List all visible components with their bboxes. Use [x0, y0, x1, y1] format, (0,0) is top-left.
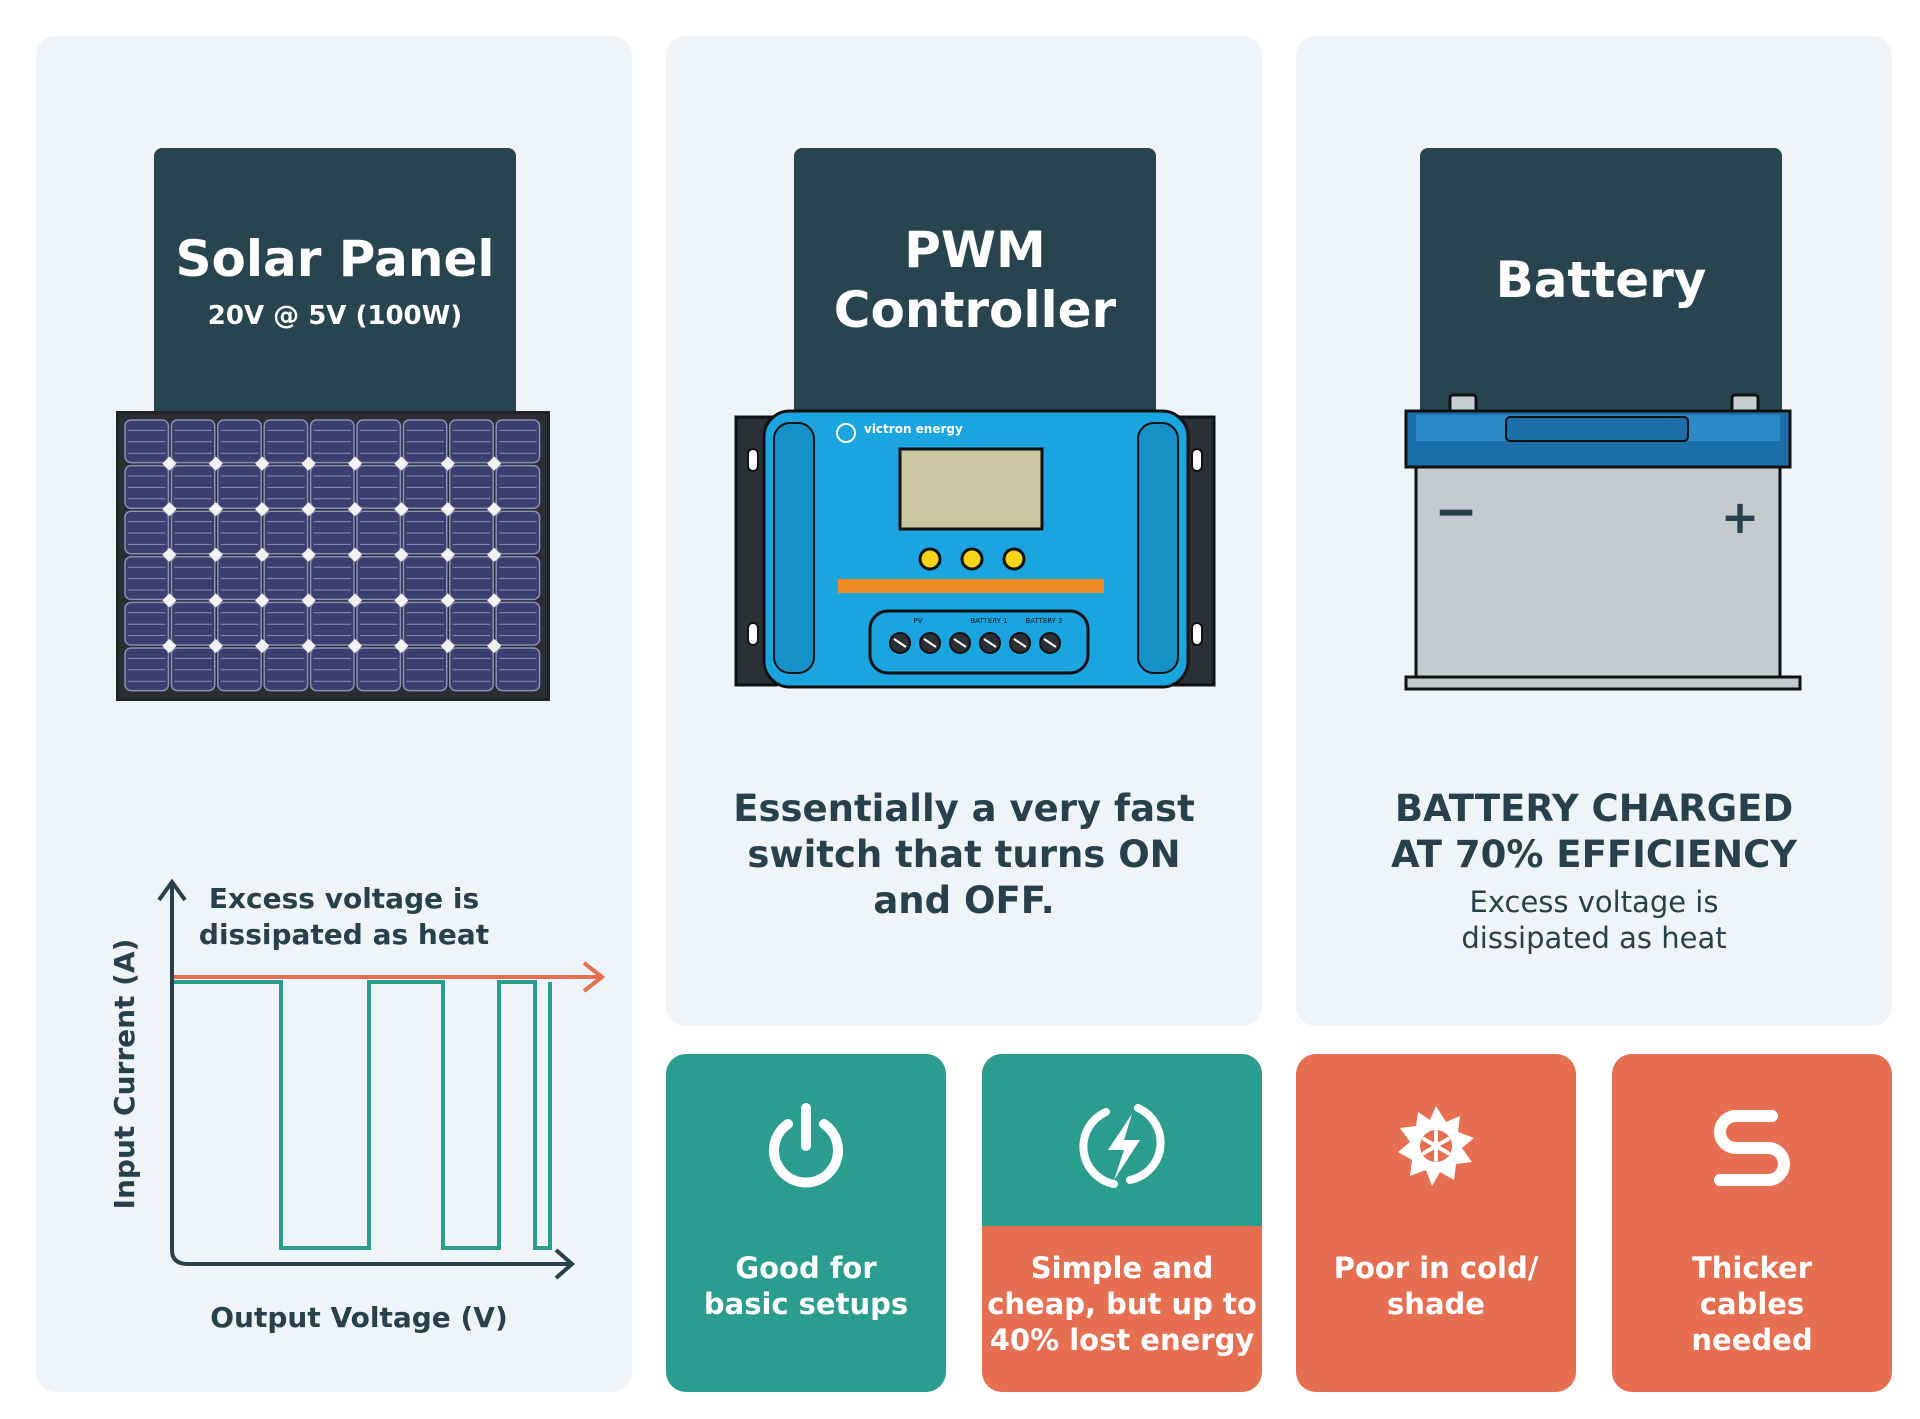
battery-illustration: − +: [1404, 393, 1802, 691]
port-label-battery1: BATTERY 1: [970, 617, 1007, 625]
tile-simple-text: Simple and cheap, but up to 40% lost ene…: [982, 1250, 1262, 1358]
graph-x-label: Output Voltage (V): [210, 1301, 508, 1334]
tile-thicker-line3: needed: [1691, 1323, 1813, 1357]
pwm-description: Essentially a very fast switch that turn…: [666, 786, 1262, 924]
battery-card: Battery − + BATTERY CHARGED AT 70% EFFIC…: [1296, 36, 1892, 1026]
battery-title-box: Battery: [1420, 148, 1782, 412]
snowflake-icon: [1398, 1106, 1474, 1186]
tile-thicker-cables: Thicker cables needed: [1612, 1054, 1892, 1392]
pwm-description-line2: switch that turns ON: [747, 833, 1181, 876]
port-label-battery2: BATTERY 2: [1025, 617, 1062, 625]
tile-poor-line1: Poor in cold/: [1333, 1251, 1539, 1285]
pwm-description-line1: Essentially a very fast: [733, 787, 1195, 830]
victron-logo-icon: [836, 423, 856, 443]
tile-thicker-text: Thicker cables needed: [1612, 1250, 1892, 1358]
controller-button-3: [1002, 547, 1026, 571]
solar-panel-illustration: [116, 411, 550, 701]
tile-poor-line2: shade: [1387, 1287, 1485, 1321]
solar-panel-card: Solar Panel 20V @ 5V (100W) Excess volta…: [36, 36, 632, 1392]
battery-note-line1: Excess voltage is: [1469, 885, 1719, 919]
tile-simple-line3: 40% lost energy: [989, 1323, 1255, 1357]
pwm-title-line2: Controller: [833, 281, 1117, 339]
graph-annotation-line2: dissipated as heat: [199, 918, 489, 951]
battery-plus-sign: +: [1721, 490, 1760, 544]
battery-note-line2: dissipated as heat: [1461, 921, 1727, 955]
lightning-icon: [1079, 1104, 1165, 1188]
pwm-brand: victron energy: [864, 422, 963, 436]
power-icon: [769, 1103, 843, 1188]
tile-thicker-line1: Thicker: [1691, 1251, 1813, 1285]
port-label-pv: PV: [913, 617, 922, 625]
pwm-controller-card: PWM Controller victron energy PV BATTERY…: [666, 36, 1262, 1026]
tile-simple-line1: Simple and: [1030, 1251, 1214, 1285]
battery-note: Excess voltage is dissipated as heat: [1296, 884, 1892, 956]
tile-poor-cold: Poor in cold/ shade: [1296, 1054, 1576, 1392]
graph-y-label: Input Current (A): [108, 939, 141, 1210]
controller-button-2: [960, 547, 984, 571]
tile-poor-text: Poor in cold/ shade: [1296, 1250, 1576, 1322]
tile-good-text: Good for basic setups: [666, 1250, 946, 1322]
cable-icon: [1714, 1110, 1790, 1186]
tile-simple-line2: cheap, but up to: [987, 1287, 1257, 1321]
battery-heading-line1: BATTERY CHARGED: [1394, 787, 1794, 830]
battery-heading: BATTERY CHARGED AT 70% EFFICIENCY: [1296, 786, 1892, 878]
solar-title-box: Solar Panel 20V @ 5V (100W): [154, 148, 516, 412]
battery-title: Battery: [1495, 251, 1707, 309]
graph-annotation-line1: Excess voltage is: [209, 882, 479, 915]
tile-thicker-line2: cables: [1699, 1287, 1805, 1321]
tile-good-line1: Good for: [735, 1251, 877, 1285]
tile-good-line2: basic setups: [703, 1287, 909, 1321]
battery-heading-line2: AT 70% EFFICIENCY: [1390, 833, 1798, 876]
solar-subtitle: 20V @ 5V (100W): [207, 301, 463, 331]
solar-title: Solar Panel: [175, 230, 495, 288]
battery-minus-sign: −: [1434, 482, 1478, 542]
tile-good-for-basic: Good for basic setups: [666, 1054, 946, 1392]
pwm-title-line1: PWM: [904, 221, 1046, 279]
pwm-description-line3: and OFF.: [873, 879, 1055, 922]
tile-simple-cheap: Simple and cheap, but up to 40% lost ene…: [982, 1054, 1262, 1392]
controller-button-1: [918, 547, 942, 571]
pwm-waveform: [174, 980, 552, 1250]
pwm-title-box: PWM Controller: [794, 148, 1156, 412]
pwm-controller-illustration: victron energy PV BATTERY 1 BATTERY 2: [734, 409, 1216, 689]
voltage-current-graph: Excess voltage is dissipated as heat Inp…: [108, 878, 606, 1334]
